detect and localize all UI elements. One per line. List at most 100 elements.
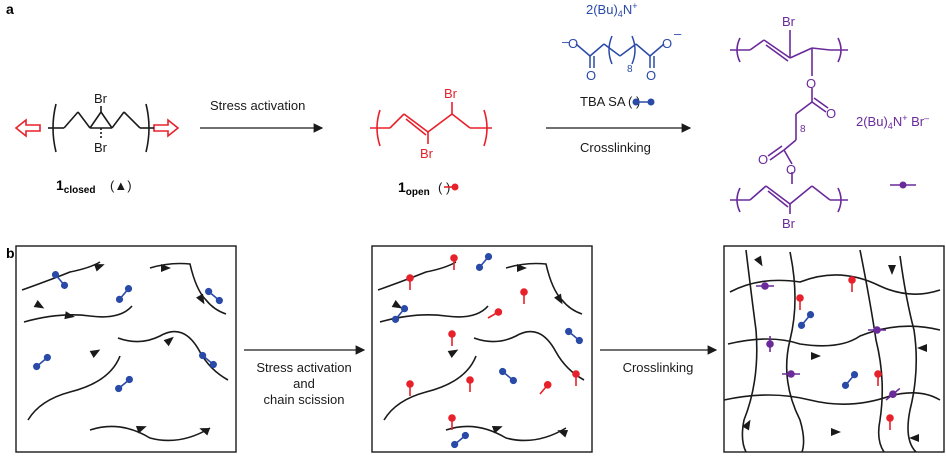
open-mechanophore-lollipop (539, 381, 552, 395)
stress-arrow-left (14, 118, 41, 138)
closed-mechanophore-triangle (831, 428, 841, 436)
polymer-chain (859, 249, 885, 453)
open-monomer-structure (370, 102, 492, 147)
product-repeat: 8 (800, 124, 806, 135)
sebacate-dumbbell (797, 311, 815, 329)
product-o2: O (826, 106, 836, 121)
sebacate-dumbbell (199, 351, 217, 369)
polymer-chain (149, 262, 227, 315)
panel-label-a: a (6, 1, 14, 17)
open-br-bottom: Br (420, 146, 434, 161)
reagent-charge-left: – (562, 34, 570, 49)
open-mechanophore-lollipop (874, 370, 882, 386)
polymer-chain (727, 325, 941, 347)
sebacate-dumbbell (391, 305, 409, 323)
sebacate-structure (575, 35, 665, 68)
scission-label-1: Stress activation (256, 360, 351, 375)
closed-mechanophore-triangle (199, 427, 211, 436)
open-mechanophore-lollipop (520, 288, 528, 304)
polymer-chain (473, 330, 585, 381)
open-mechanophore-lollipop (572, 370, 580, 386)
product-o4: O (786, 162, 796, 177)
sebacate-dumbbell (841, 371, 859, 389)
open-mechanophore-lollipop (466, 376, 474, 392)
sebacate-dumbbell (115, 285, 133, 303)
polymer-chain (379, 305, 489, 323)
closed-br-bottom: Br (94, 140, 108, 155)
panel-label-b: b (6, 245, 15, 261)
crosslink-symbol (890, 181, 916, 189)
polymer-chain (723, 392, 941, 405)
box-activated-contents (377, 253, 585, 449)
closed-br-top: Br (94, 91, 108, 106)
box-initial (15, 245, 237, 453)
crosslinked-product-structure (730, 30, 848, 214)
open-mechanophore-lollipop (450, 254, 458, 270)
reagent-name: TBA SA (580, 94, 626, 109)
closed-mechanophore-triangle (447, 349, 459, 358)
scission-label-3: chain scission (264, 392, 345, 407)
closed-mechanophore-triangle (754, 255, 763, 267)
polymer-chain (383, 355, 477, 421)
crosslink (885, 387, 901, 401)
product-salt: 2(Bu)4N+ Br– (856, 113, 929, 131)
sebacate-dumbbell (115, 375, 133, 393)
closed-mechanophore-triangle (888, 265, 896, 275)
closed-mechanophore-triangle (517, 264, 527, 272)
sebacate-dumbbell (205, 287, 223, 305)
box-initial-contents (21, 261, 229, 442)
open-mechanophore-lollipop (886, 414, 894, 430)
product-o1: O (806, 76, 816, 91)
crosslink (782, 370, 800, 378)
crosslink (756, 282, 774, 290)
product-br-bottom: Br (782, 216, 796, 231)
closed-mechanophore-triangle (89, 349, 101, 358)
closed-monomer-structure (14, 103, 180, 153)
closed-mechanophore-triangle (554, 293, 563, 305)
closed-mechanophore-triangle (163, 336, 174, 347)
closed-mechanophore-triangle (909, 434, 919, 442)
crosslinking-label: Crosslinking (580, 140, 651, 155)
sebacate-dumbbell (451, 431, 469, 449)
reagent-o-top-left: O (568, 36, 578, 51)
reagent-o-top-right: O (662, 36, 672, 51)
open-mechanophore-lollipop (848, 276, 856, 292)
closed-mechanophore-triangle (33, 300, 45, 309)
stress-activation-label: Stress activation (210, 98, 305, 113)
open-mechanophore-lollipop (406, 274, 414, 290)
polymer-chain (899, 255, 918, 453)
closed-mechanophore-triangle (811, 352, 821, 360)
sebacate-dumbbell (51, 271, 69, 289)
closed-mechanophore-triangle (491, 425, 503, 434)
closed-mechanophore-triangle (161, 264, 171, 272)
box-crosslinked (723, 245, 945, 453)
closed-mechanophore-triangle (917, 344, 927, 352)
product-o3: O (758, 152, 768, 167)
polymer-chain (117, 330, 229, 381)
sebacate-dumbbell (499, 367, 517, 385)
open-mechanophore-lollipop (448, 414, 456, 430)
closed-mechanophore-triangle (196, 293, 205, 305)
box-activated (371, 245, 593, 453)
polymer-chain (27, 355, 121, 421)
reagent-repeat: 8 (627, 64, 633, 75)
polymer-chain (377, 261, 457, 291)
sebacate-dumbbell (33, 353, 51, 371)
open-label: 1open (398, 179, 430, 198)
reagent-cation: 2(Bu)4N+ (586, 1, 637, 19)
polymer-chain (89, 425, 211, 442)
closed-mechanophore-triangle (742, 419, 751, 431)
crosslinking-label-b: Crosslinking (623, 360, 694, 375)
reagent-o-right: O (646, 68, 656, 83)
polymer-chain (741, 249, 758, 453)
scission-label-2: and (293, 376, 315, 391)
open-lollipop-symbol (444, 183, 459, 191)
closed-symbol: (▲) (110, 178, 132, 193)
sebacate-dumbbell (475, 253, 493, 271)
product-br-top: Br (782, 14, 796, 29)
polymer-chain (785, 251, 805, 453)
sebacate-dumbbell (565, 327, 583, 345)
polymer-chain (21, 261, 101, 291)
reagent-charge-right: – (674, 26, 682, 41)
